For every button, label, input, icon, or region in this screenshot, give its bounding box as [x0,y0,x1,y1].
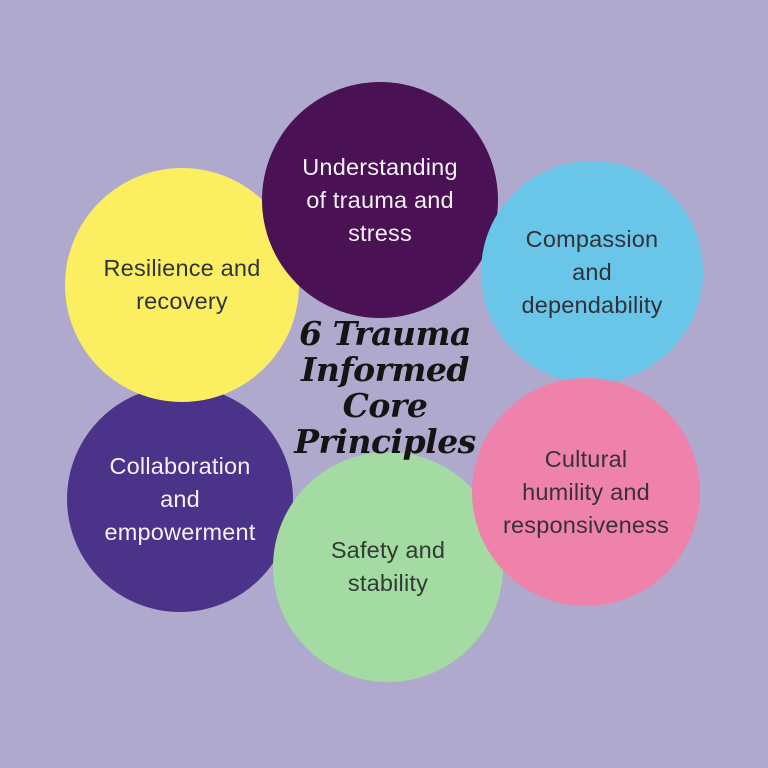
principle-label-understanding: Understanding of trauma and stress [302,153,458,246]
principle-circle-understanding: Understanding of trauma and stress [262,82,498,318]
principle-label-safety: Safety and stability [330,537,446,596]
principle-circle-safety: Safety and stability [273,452,503,682]
principle-circle-compassion: Compassion and dependability [481,161,703,383]
principle-label-resilience: Resilience and recovery [103,255,261,314]
principle-circle-cultural-humility: Cultural humility and responsiveness [472,378,700,606]
principle-label-collaboration: Collaboration and empowerment [104,452,256,545]
principle-label-cultural-humility: Cultural humility and responsiveness [502,445,670,538]
principle-circle-resilience: Resilience and recovery [65,168,299,402]
principle-circle-collaboration: Collaboration and empowerment [67,386,293,612]
diagram-title: 6 Trauma Informed Core Principles [294,314,476,461]
principle-label-compassion: Compassion and dependability [521,225,663,318]
